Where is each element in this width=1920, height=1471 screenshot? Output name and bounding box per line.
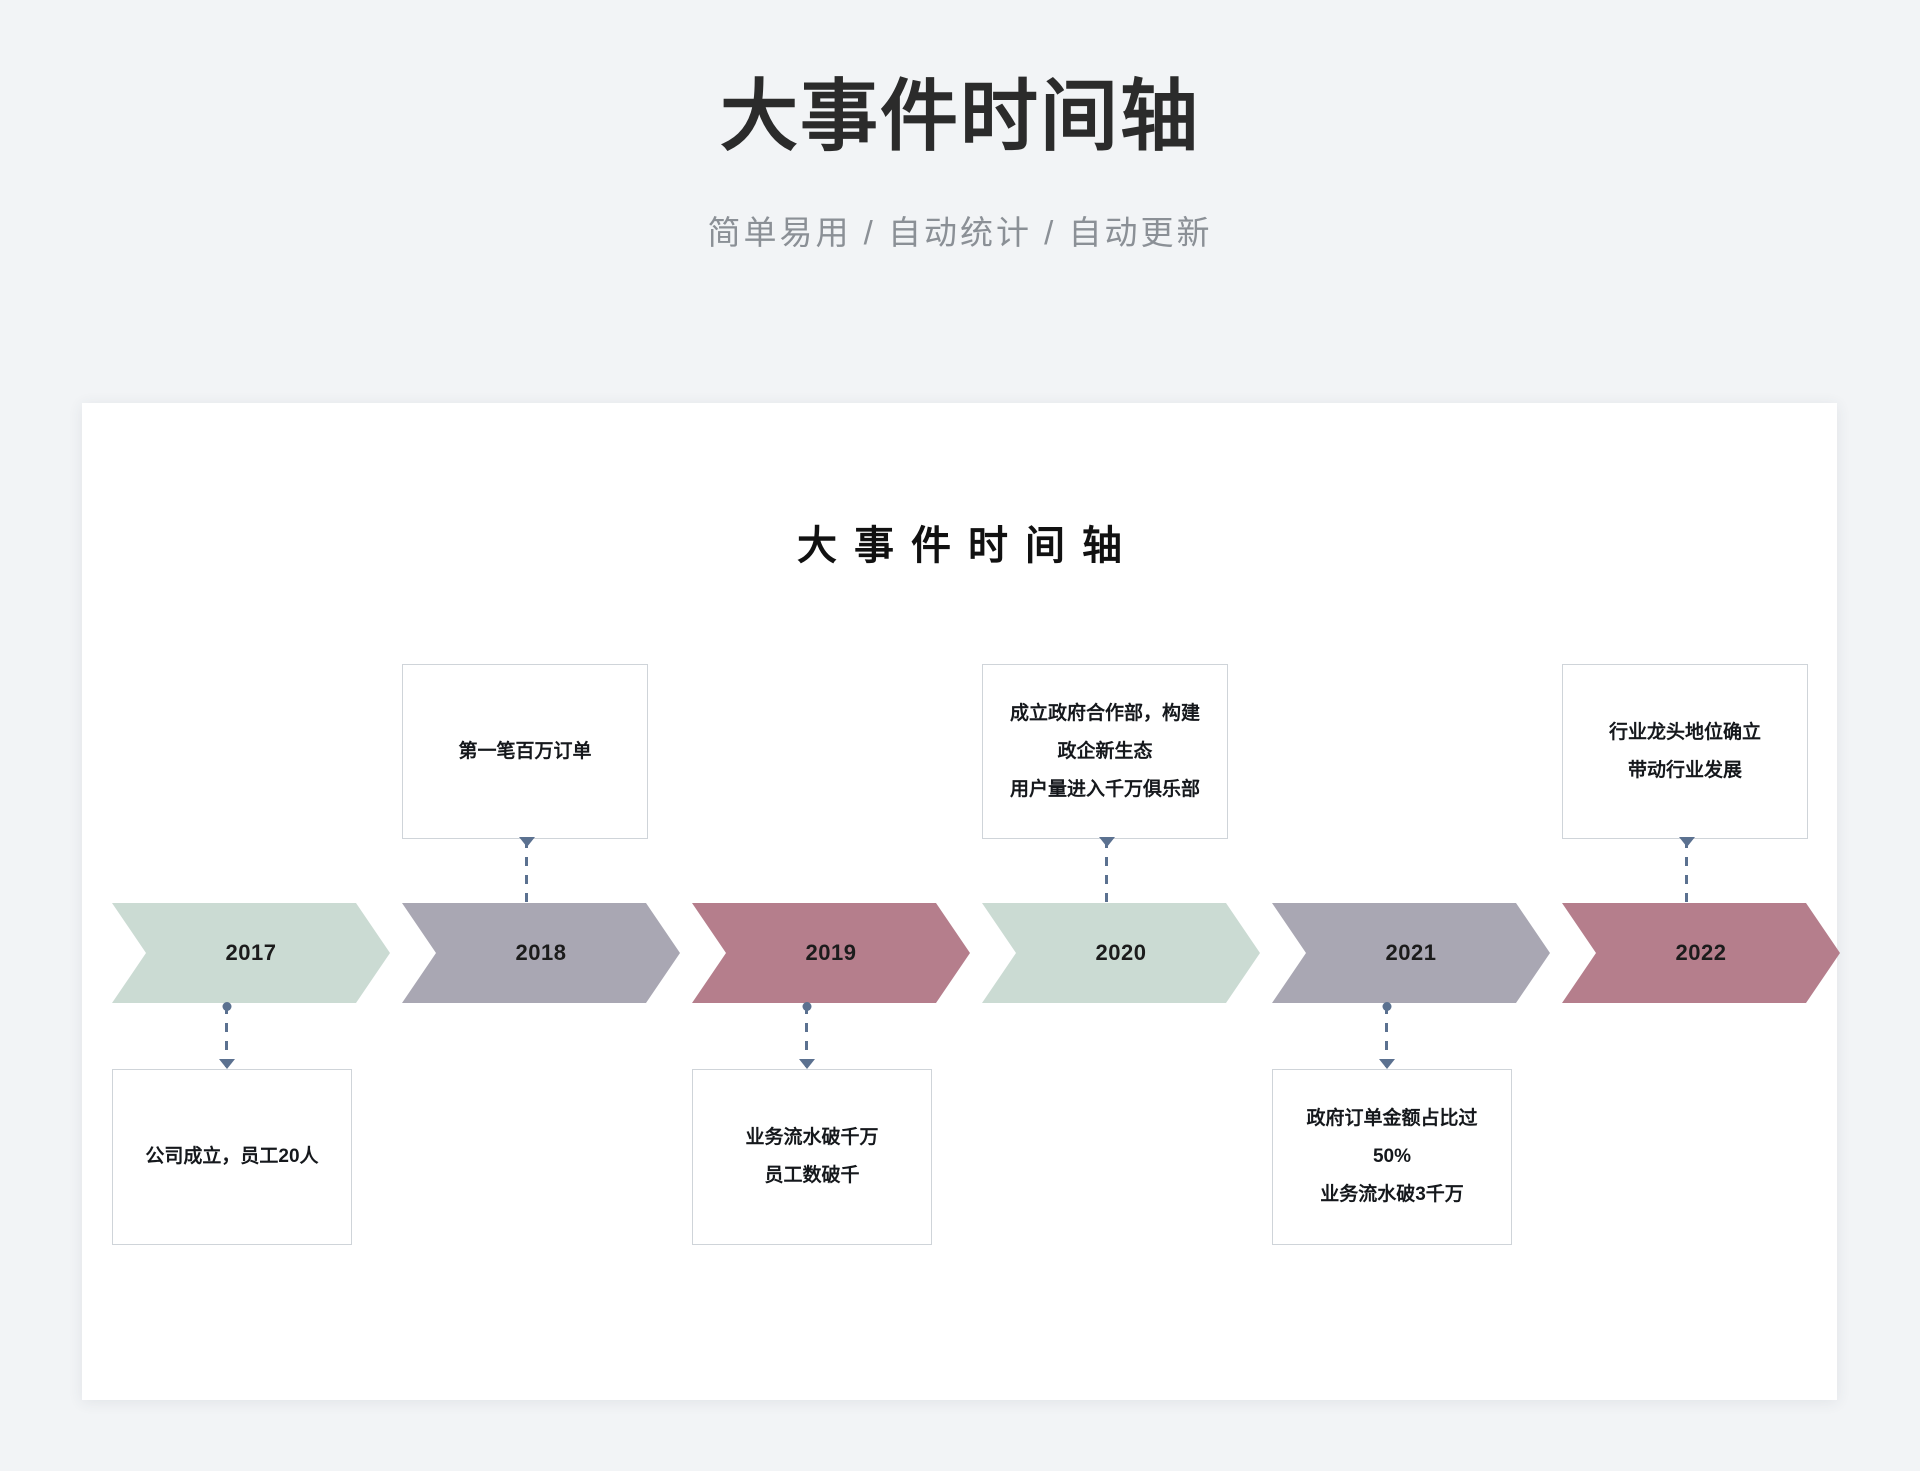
chevron-2022[interactable]: 2022 xyxy=(1562,903,1840,1003)
arrow-down-icon xyxy=(218,1059,235,1069)
chevron-row: 2017 2018 2019 2020 2021 2022 xyxy=(112,903,1807,1003)
event-box-2022[interactable]: 行业龙头地位确立 带动行业发展 xyxy=(1562,664,1808,839)
arrow-down-icon xyxy=(1098,837,1115,847)
timeline-card: 大事件时间轴 2017 2018 2019 2020 2021 xyxy=(82,403,1837,1400)
chevron-label-2019: 2019 xyxy=(805,940,857,965)
arrow-down-icon xyxy=(1378,1059,1395,1069)
connector-2019 xyxy=(798,1002,815,1069)
connector-2021 xyxy=(1378,1002,1395,1069)
event-line: 用户量进入千万俱乐部 xyxy=(1009,778,1200,800)
event-box-2019[interactable]: 业务流水破千万 员工数破千 xyxy=(692,1069,932,1245)
event-line: 政企新生态 xyxy=(1057,740,1153,762)
dot-icon xyxy=(802,1002,811,1011)
page-subtitle: 简单易用 / 自动统计 / 自动更新 xyxy=(707,213,1213,251)
dot-icon xyxy=(1382,1002,1391,1011)
event-box-2020[interactable]: 成立政府合作部，构建 政企新生态 用户量进入千万俱乐部 xyxy=(982,664,1228,839)
event-line: 公司成立，员工20人 xyxy=(145,1146,319,1167)
chevron-2018[interactable]: 2018 xyxy=(402,903,680,1003)
arrow-down-icon xyxy=(1678,837,1695,847)
chevron-label-2017: 2017 xyxy=(225,940,277,965)
chevron-label-2021: 2021 xyxy=(1385,940,1437,965)
chart-title: 大事件时间轴 xyxy=(797,523,1139,568)
event-line: 带动行业发展 xyxy=(1627,759,1742,781)
arrow-down-icon xyxy=(518,837,535,847)
event-line: 员工数破千 xyxy=(764,1165,860,1186)
event-line: 50% xyxy=(1372,1146,1412,1167)
connector-2020 xyxy=(1098,837,1115,903)
chevron-label-2020: 2020 xyxy=(1095,940,1147,965)
chevron-2020[interactable]: 2020 xyxy=(982,903,1260,1003)
timeline-chart: 2017 2018 2019 2020 2021 2022 xyxy=(112,553,1807,1373)
event-line: 业务流水破3千万 xyxy=(1320,1184,1464,1205)
chevron-label-2022: 2022 xyxy=(1675,940,1727,965)
connector-2018 xyxy=(518,837,535,903)
chevron-label-2018: 2018 xyxy=(515,940,567,965)
page-title: 大事件时间轴 xyxy=(719,72,1200,160)
connector-2017 xyxy=(218,1002,235,1069)
event-box-2021[interactable]: 政府订单金额占比过 50% 业务流水破3千万 xyxy=(1272,1069,1512,1245)
event-box-2018[interactable]: 第一笔百万订单 xyxy=(402,664,648,839)
event-box-2017[interactable]: 公司成立，员工20人 xyxy=(112,1069,352,1245)
dot-icon xyxy=(222,1002,231,1011)
arrow-down-icon xyxy=(798,1059,815,1069)
event-line: 第一笔百万订单 xyxy=(458,740,592,762)
chevron-2019[interactable]: 2019 xyxy=(692,903,970,1003)
chevron-2017[interactable]: 2017 xyxy=(112,903,390,1003)
event-line: 行业龙头地位确立 xyxy=(1608,721,1761,743)
event-line: 业务流水破千万 xyxy=(745,1127,879,1148)
connector-2022 xyxy=(1678,837,1695,903)
chevron-2021[interactable]: 2021 xyxy=(1272,903,1550,1003)
event-line: 政府订单金额占比过 xyxy=(1306,1108,1478,1129)
event-line: 成立政府合作部，构建 xyxy=(1009,702,1200,724)
